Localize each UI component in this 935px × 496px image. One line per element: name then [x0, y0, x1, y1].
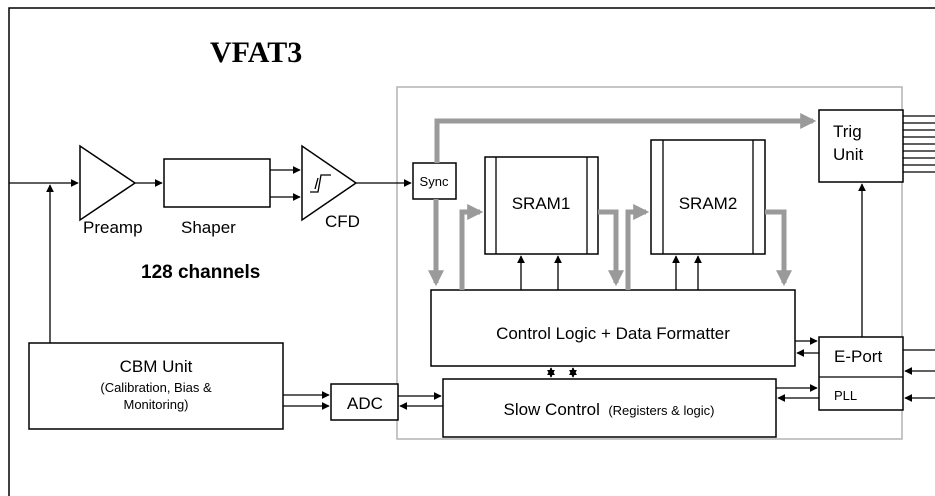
trig-unit-block [818, 109, 904, 183]
data-path-control-to-sram1 [459, 203, 484, 290]
digital-region-outline [396, 86, 903, 440]
adc-block [330, 383, 399, 421]
data-path-sram2-to-control [765, 209, 793, 287]
pll-label: PLL [834, 388, 857, 403]
preamp-label: Preamp [83, 218, 143, 237]
cbm-unit-sub2: Monitoring) [123, 397, 188, 412]
sram1-label: SRAM1 [512, 194, 571, 213]
adc-label: ADC [347, 394, 383, 413]
cbm-unit-sub1: (Calibration, Bias & [100, 380, 212, 395]
sync-block [412, 162, 457, 200]
trig-unit-label-1: Trig [833, 122, 862, 141]
data-path-control-to-sram2 [625, 203, 650, 290]
cfd-triangle [301, 144, 358, 222]
shaper-block [163, 158, 271, 208]
chip-outline [8, 7, 935, 496]
data-path-to-trig [434, 112, 817, 163]
eport-label: E-Port [834, 347, 882, 366]
trig-unit-label-2: Unit [833, 145, 864, 164]
sync-label: Sync [420, 174, 449, 189]
cbm-unit-block [28, 342, 284, 430]
control-logic-label: Control Logic + Data Formatter [496, 324, 730, 343]
cbm-unit-title: CBM Unit [120, 357, 193, 376]
preamp-triangle [79, 144, 137, 222]
slow-control-label: Slow Control (Registers & logic) [503, 400, 714, 419]
cfd-hysteresis-icon [310, 174, 331, 193]
cfd-label: CFD [325, 212, 360, 231]
control-logic-block [430, 289, 796, 367]
chip-title: VFAT3 [210, 36, 302, 69]
sram2-label: SRAM2 [679, 194, 738, 213]
slow-control-block [442, 378, 777, 438]
sram1-block [484, 156, 599, 255]
sram2-block [650, 139, 766, 255]
eport-block [818, 336, 904, 411]
trigger-output-lines [903, 115, 935, 173]
channels-label: 128 channels [141, 262, 260, 283]
data-path-sram1-to-control [598, 209, 625, 287]
shaper-label: Shaper [181, 218, 236, 237]
